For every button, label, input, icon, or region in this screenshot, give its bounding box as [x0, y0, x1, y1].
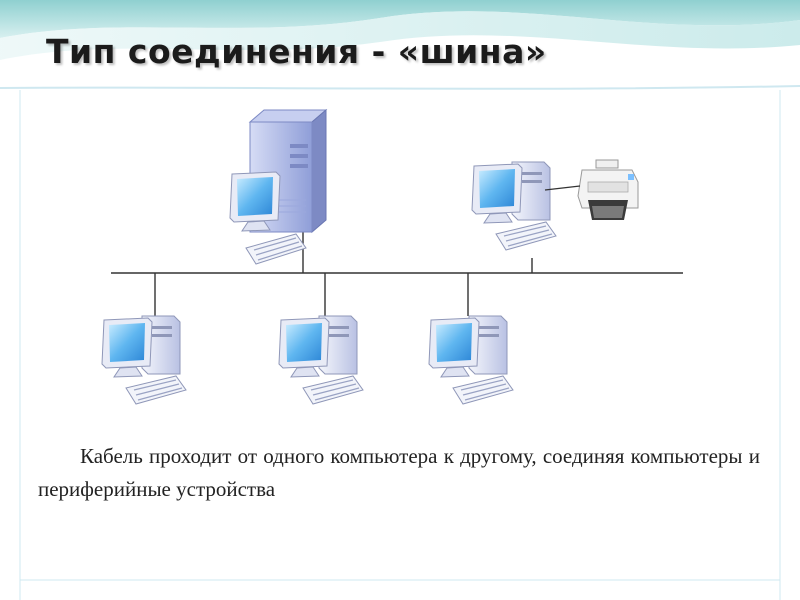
computer-icon-top-left	[229, 171, 307, 265]
slide-title: Тип соединения - «шина»	[46, 32, 547, 71]
header-wave	[0, 0, 800, 38]
slide-caption: Кабель проходит от одного компьютера к д…	[38, 444, 760, 501]
header-wave-line	[0, 85, 800, 90]
printer-link	[544, 185, 581, 191]
computer-icon-bottom-1	[101, 315, 187, 405]
computer-icon-bottom-2	[278, 315, 364, 405]
printer-icon	[577, 159, 639, 220]
computer-icon-top-right	[471, 161, 557, 251]
computer-icon-bottom-3	[428, 315, 514, 405]
header-wave-light	[0, 11, 800, 61]
